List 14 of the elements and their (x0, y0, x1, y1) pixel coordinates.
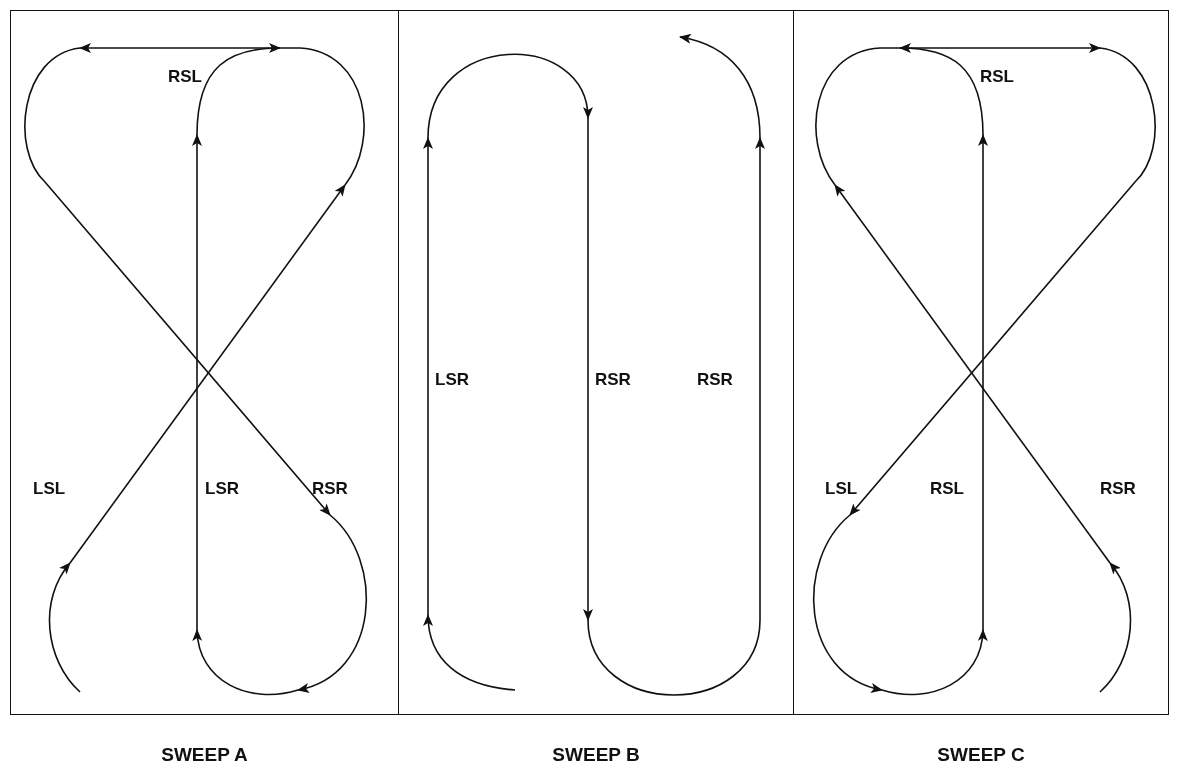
path-label: RSL (980, 68, 1014, 85)
path-label: LSL (825, 480, 858, 497)
panel-caption: SWEEP C (937, 744, 1025, 766)
path-label: RSR (312, 480, 348, 497)
path-label: RSL (930, 480, 964, 497)
panel-caption: SWEEP A (161, 744, 248, 766)
path-label: LSR (205, 480, 239, 497)
path-label: RSR (697, 371, 733, 388)
path-label: RSR (1100, 480, 1136, 497)
path-label: LSL (33, 480, 66, 497)
path-label: RSL (168, 68, 202, 85)
path-label: LSR (435, 371, 469, 388)
panel-caption: SWEEP B (552, 744, 640, 766)
path-label: RSR (595, 371, 631, 388)
